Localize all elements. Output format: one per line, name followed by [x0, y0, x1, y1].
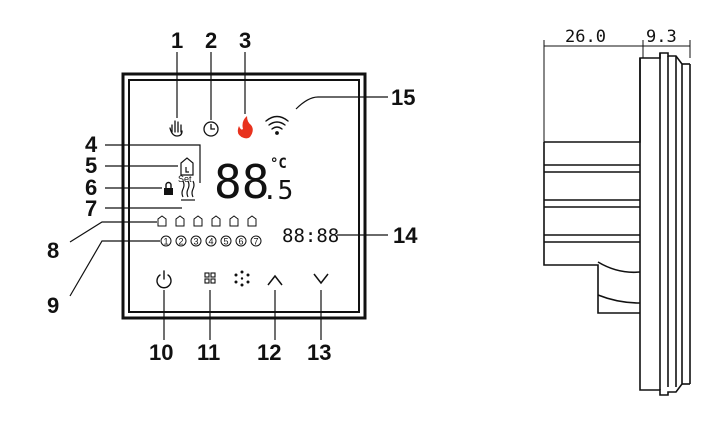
day-indicator: 3	[190, 235, 202, 247]
fan-icon[interactable]	[234, 270, 250, 287]
flame-icon	[237, 116, 253, 139]
day-indicator: 6	[235, 235, 247, 247]
callout-15: 15	[391, 85, 415, 110]
temperature-decimal: .5	[262, 176, 293, 206]
home-icon	[180, 157, 194, 176]
day-indicator: 5	[220, 235, 232, 247]
day-label: 7	[254, 237, 259, 247]
callout-4: 4	[85, 132, 98, 157]
day-label: 4	[209, 237, 214, 247]
callout-8: 8	[47, 238, 59, 263]
callout-9: 9	[47, 293, 59, 318]
outer-frame	[121, 72, 367, 320]
callout-6: 6	[85, 175, 97, 200]
inner-frame	[128, 79, 360, 313]
mode-icon[interactable]	[204, 272, 216, 284]
temperature-main: 88	[214, 155, 269, 209]
power-icon[interactable]	[156, 270, 172, 289]
lock-icon	[164, 181, 173, 195]
side-view	[543, 40, 691, 396]
callout-10: 10	[149, 340, 173, 365]
clock-icon	[203, 121, 219, 137]
set-label: Set	[178, 174, 192, 184]
day-indicator: 2	[175, 235, 187, 247]
temperature-unit: °C	[270, 156, 287, 172]
callout-7: 7	[85, 196, 97, 221]
day-label: 3	[194, 237, 199, 247]
callout-1: 1	[171, 28, 183, 53]
heat-icon	[181, 180, 195, 201]
day-row: 1 2 3 4 5 6 7	[160, 235, 262, 247]
clock-display: 88:88	[282, 225, 339, 247]
wifi-icon	[265, 115, 289, 135]
hand-icon	[169, 120, 183, 137]
day-label: 2	[179, 237, 184, 247]
callout-numbers: 1 2 3 4 5 6 7 8 9 10 11 12 13 14 15	[47, 28, 418, 365]
thickness-dimension: 9.3	[646, 27, 677, 47]
depth-dimension: 26.0	[565, 27, 606, 47]
day-indicator: 4	[205, 235, 217, 247]
callout-12: 12	[257, 340, 281, 365]
front-view	[121, 72, 367, 320]
chevron-down-icon[interactable]	[313, 273, 329, 285]
callout-11: 11	[197, 340, 220, 365]
callout-3: 3	[239, 28, 251, 53]
temperature-display: 88 .5 °C	[214, 155, 293, 209]
day-label: 5	[224, 237, 229, 247]
callout-5: 5	[85, 153, 97, 178]
callout-13: 13	[307, 340, 331, 365]
chevron-up-icon[interactable]	[267, 274, 283, 286]
day-indicator: 7	[250, 235, 262, 247]
callout-2: 2	[205, 28, 217, 53]
program-icons	[157, 215, 257, 227]
leader-lines	[69, 52, 388, 340]
day-label: 1	[164, 237, 169, 247]
day-indicator: 1	[160, 235, 172, 247]
day-label: 6	[239, 237, 244, 247]
callout-14: 14	[393, 223, 418, 248]
